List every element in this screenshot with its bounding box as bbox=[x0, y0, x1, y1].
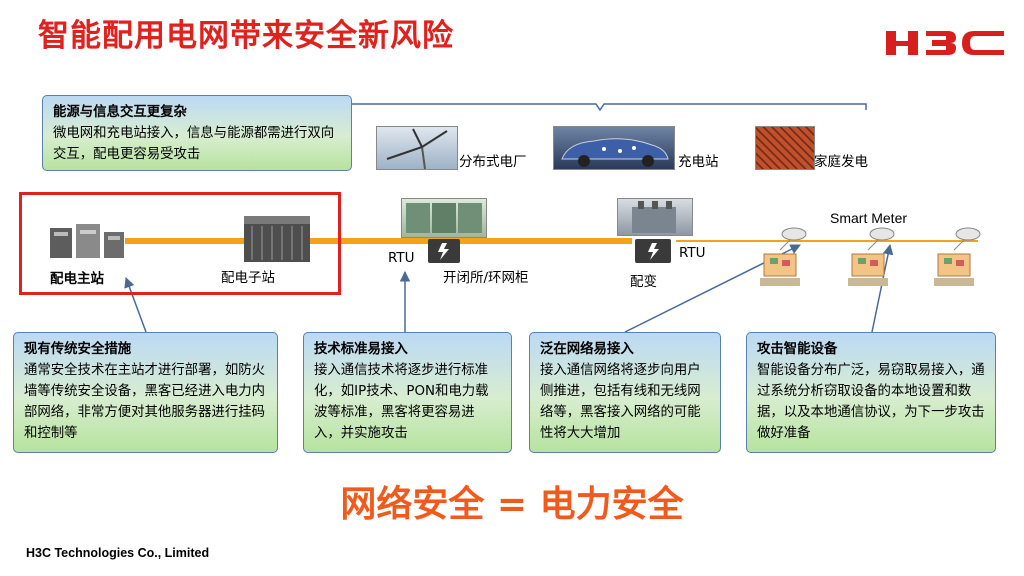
rtu-device-icon-2 bbox=[635, 239, 671, 263]
label-master-station: 配电主站 bbox=[50, 271, 104, 287]
label-charging-station: 充电站 bbox=[678, 154, 719, 170]
footer-company: H3C Technologies Co., Limited bbox=[26, 546, 210, 560]
label-rtu-1: RTU bbox=[388, 250, 415, 266]
box-body: 接入通信技术将逐步进行标准化，如IP技术、PON和电力载波等标准，黑客将更容易进… bbox=[314, 363, 489, 441]
transformer-photo bbox=[617, 198, 693, 236]
smart-meter-icon bbox=[760, 227, 807, 286]
h3c-logo bbox=[886, 31, 1004, 55]
slogan: 网络安全 = 电力安全 bbox=[340, 484, 684, 525]
box-body: 智能设备分布广泛，易窃取易接入，通过系统分析窃取设备的本地设置和数据，以及本地通… bbox=[757, 363, 985, 441]
label-home-generation: 家庭发电 bbox=[814, 154, 868, 170]
page-title: 智能配用电网带来安全新风险 bbox=[38, 18, 454, 54]
traditional-security-box: 现有传统安全措施 通常安全技术在主站才进行部署，如防火墙等传统安全设备，黑客已经… bbox=[13, 332, 278, 453]
smart-meter-icon bbox=[934, 227, 981, 286]
box-heading: 技术标准易接入 bbox=[314, 342, 408, 357]
ubiquitous-network-box: 泛在网络易接入 接入通信网络将逐步向用户侧推进，包括有线和无线网络等，黑客接入网… bbox=[529, 332, 721, 453]
substation-icon bbox=[244, 216, 310, 262]
standard-access-box: 技术标准易接入 接入通信技术将逐步进行标准化，如IP技术、PON和电力载波等标准… bbox=[303, 332, 512, 453]
rtu-device-icon-1 bbox=[428, 239, 460, 263]
box-heading: 泛在网络易接入 bbox=[540, 342, 634, 357]
wind-turbine-photo bbox=[376, 126, 458, 170]
box-body: 通常安全技术在主站才进行部署，如防火墙等传统安全设备，黑客已经进入电力内部网络，… bbox=[24, 363, 266, 441]
box-body: 微电网和充电站接入，信息与能源都需进行双向交互，配电更容易受攻击 bbox=[53, 126, 335, 162]
solar-panel-photo bbox=[755, 126, 815, 170]
smart-meter-group bbox=[760, 227, 981, 286]
smart-meter-icon bbox=[848, 227, 895, 286]
master-station-icon bbox=[50, 224, 124, 258]
box-heading: 能源与信息交互更复杂 bbox=[53, 105, 187, 120]
switchgear-photo bbox=[401, 198, 487, 238]
smart-device-attack-box: 攻击智能设备 智能设备分布广泛，易窃取易接入，通过系统分析窃取设备的本地设置和数… bbox=[746, 332, 996, 453]
box-heading: 攻击智能设备 bbox=[757, 342, 838, 357]
label-distributed-plant: 分布式电厂 bbox=[459, 154, 527, 170]
brace-line bbox=[350, 103, 867, 112]
box-body: 接入通信网络将逐步向用户侧推进，包括有线和无线网络等，黑客接入网络的可能性将大大… bbox=[540, 363, 701, 441]
label-switch-station: 开闭所/环网柜 bbox=[443, 270, 529, 286]
label-rtu-2: RTU bbox=[679, 245, 706, 261]
label-transformer: 配变 bbox=[630, 274, 657, 290]
highlight-frame bbox=[19, 192, 341, 295]
label-substation: 配电子站 bbox=[221, 270, 275, 286]
label-smart-meter: Smart Meter bbox=[830, 210, 908, 226]
box-heading: 现有传统安全措施 bbox=[24, 342, 132, 357]
electric-car-photo bbox=[553, 126, 675, 170]
energy-info-box: 能源与信息交互更复杂 微电网和充电站接入，信息与能源都需进行双向交互，配电更容易… bbox=[42, 95, 352, 171]
